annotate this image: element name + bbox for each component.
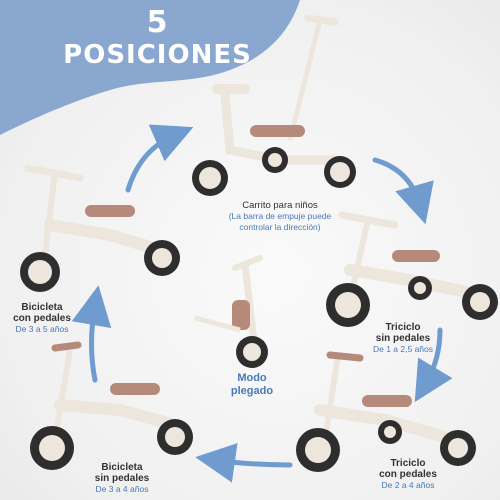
title: 5 POSICIONES (40, 5, 275, 71)
trike-with-pedals-age: De 2 a 4 años (381, 480, 435, 490)
arrow-bottom (195, 443, 293, 483)
trike-with-pedals-name-1: Triciclo (390, 458, 426, 469)
trike-no-pedals-name-1: Triciclo (385, 322, 421, 333)
trike-no-pedals-name-2: sin pedales (375, 333, 431, 344)
cycle-arrows (71, 124, 453, 483)
stroller-note-line1: (La barra de empuje puede (228, 211, 332, 221)
title-number: 5 (146, 5, 169, 40)
stroller-name: Carrito para niños (242, 200, 318, 211)
title-word: POSICIONES (63, 40, 252, 70)
folded-line-2: plegado (230, 385, 274, 397)
arrow-top-right (372, 157, 434, 225)
stroller-note-line2: controlar la dirección) (239, 222, 321, 232)
folded-line-1: Modo (237, 372, 267, 384)
bike-with-pedals-name-1: Bicicleta (21, 302, 63, 313)
arrow-top-left (125, 124, 194, 193)
label-trike-no-pedals: Triciclo sin pedales De 1 a 2,5 años (358, 322, 448, 355)
label-bike-with-pedals: Bicicleta con pedales De 3 a 5 años (2, 302, 82, 335)
label-folded: Modo plegado (222, 372, 282, 398)
label-stroller: Carrito para niños (La barra de empuje p… (215, 200, 345, 233)
bike-with-pedals-illustration (20, 164, 180, 292)
bike-no-pedals-name-2: sin pedales (94, 473, 150, 484)
label-trike-with-pedals: Triciclo con pedales De 2 a 4 años (368, 458, 448, 491)
bike-no-pedals-name-1: Bicicleta (101, 462, 143, 473)
bike-no-pedals-age: De 3 a 4 años (95, 484, 149, 494)
trike-no-pedals-age: De 1 a 2,5 años (372, 344, 433, 354)
arrow-right (414, 327, 453, 403)
bike-with-pedals-age: De 3 a 5 años (15, 324, 69, 334)
arrow-left (71, 285, 112, 383)
trike-stroller-illustration (192, 14, 356, 196)
folded-illustration (194, 255, 268, 368)
bike-no-pedals-illustration (30, 341, 193, 470)
label-bike-no-pedals: Bicicleta sin pedales De 3 a 4 años (82, 462, 162, 495)
trike-with-pedals-name-2: con pedales (379, 469, 437, 480)
trike-no-pedals-illustration (326, 211, 498, 327)
bike-with-pedals-name-2: con pedales (13, 313, 71, 324)
trike-with-pedals-illustration (296, 351, 476, 472)
